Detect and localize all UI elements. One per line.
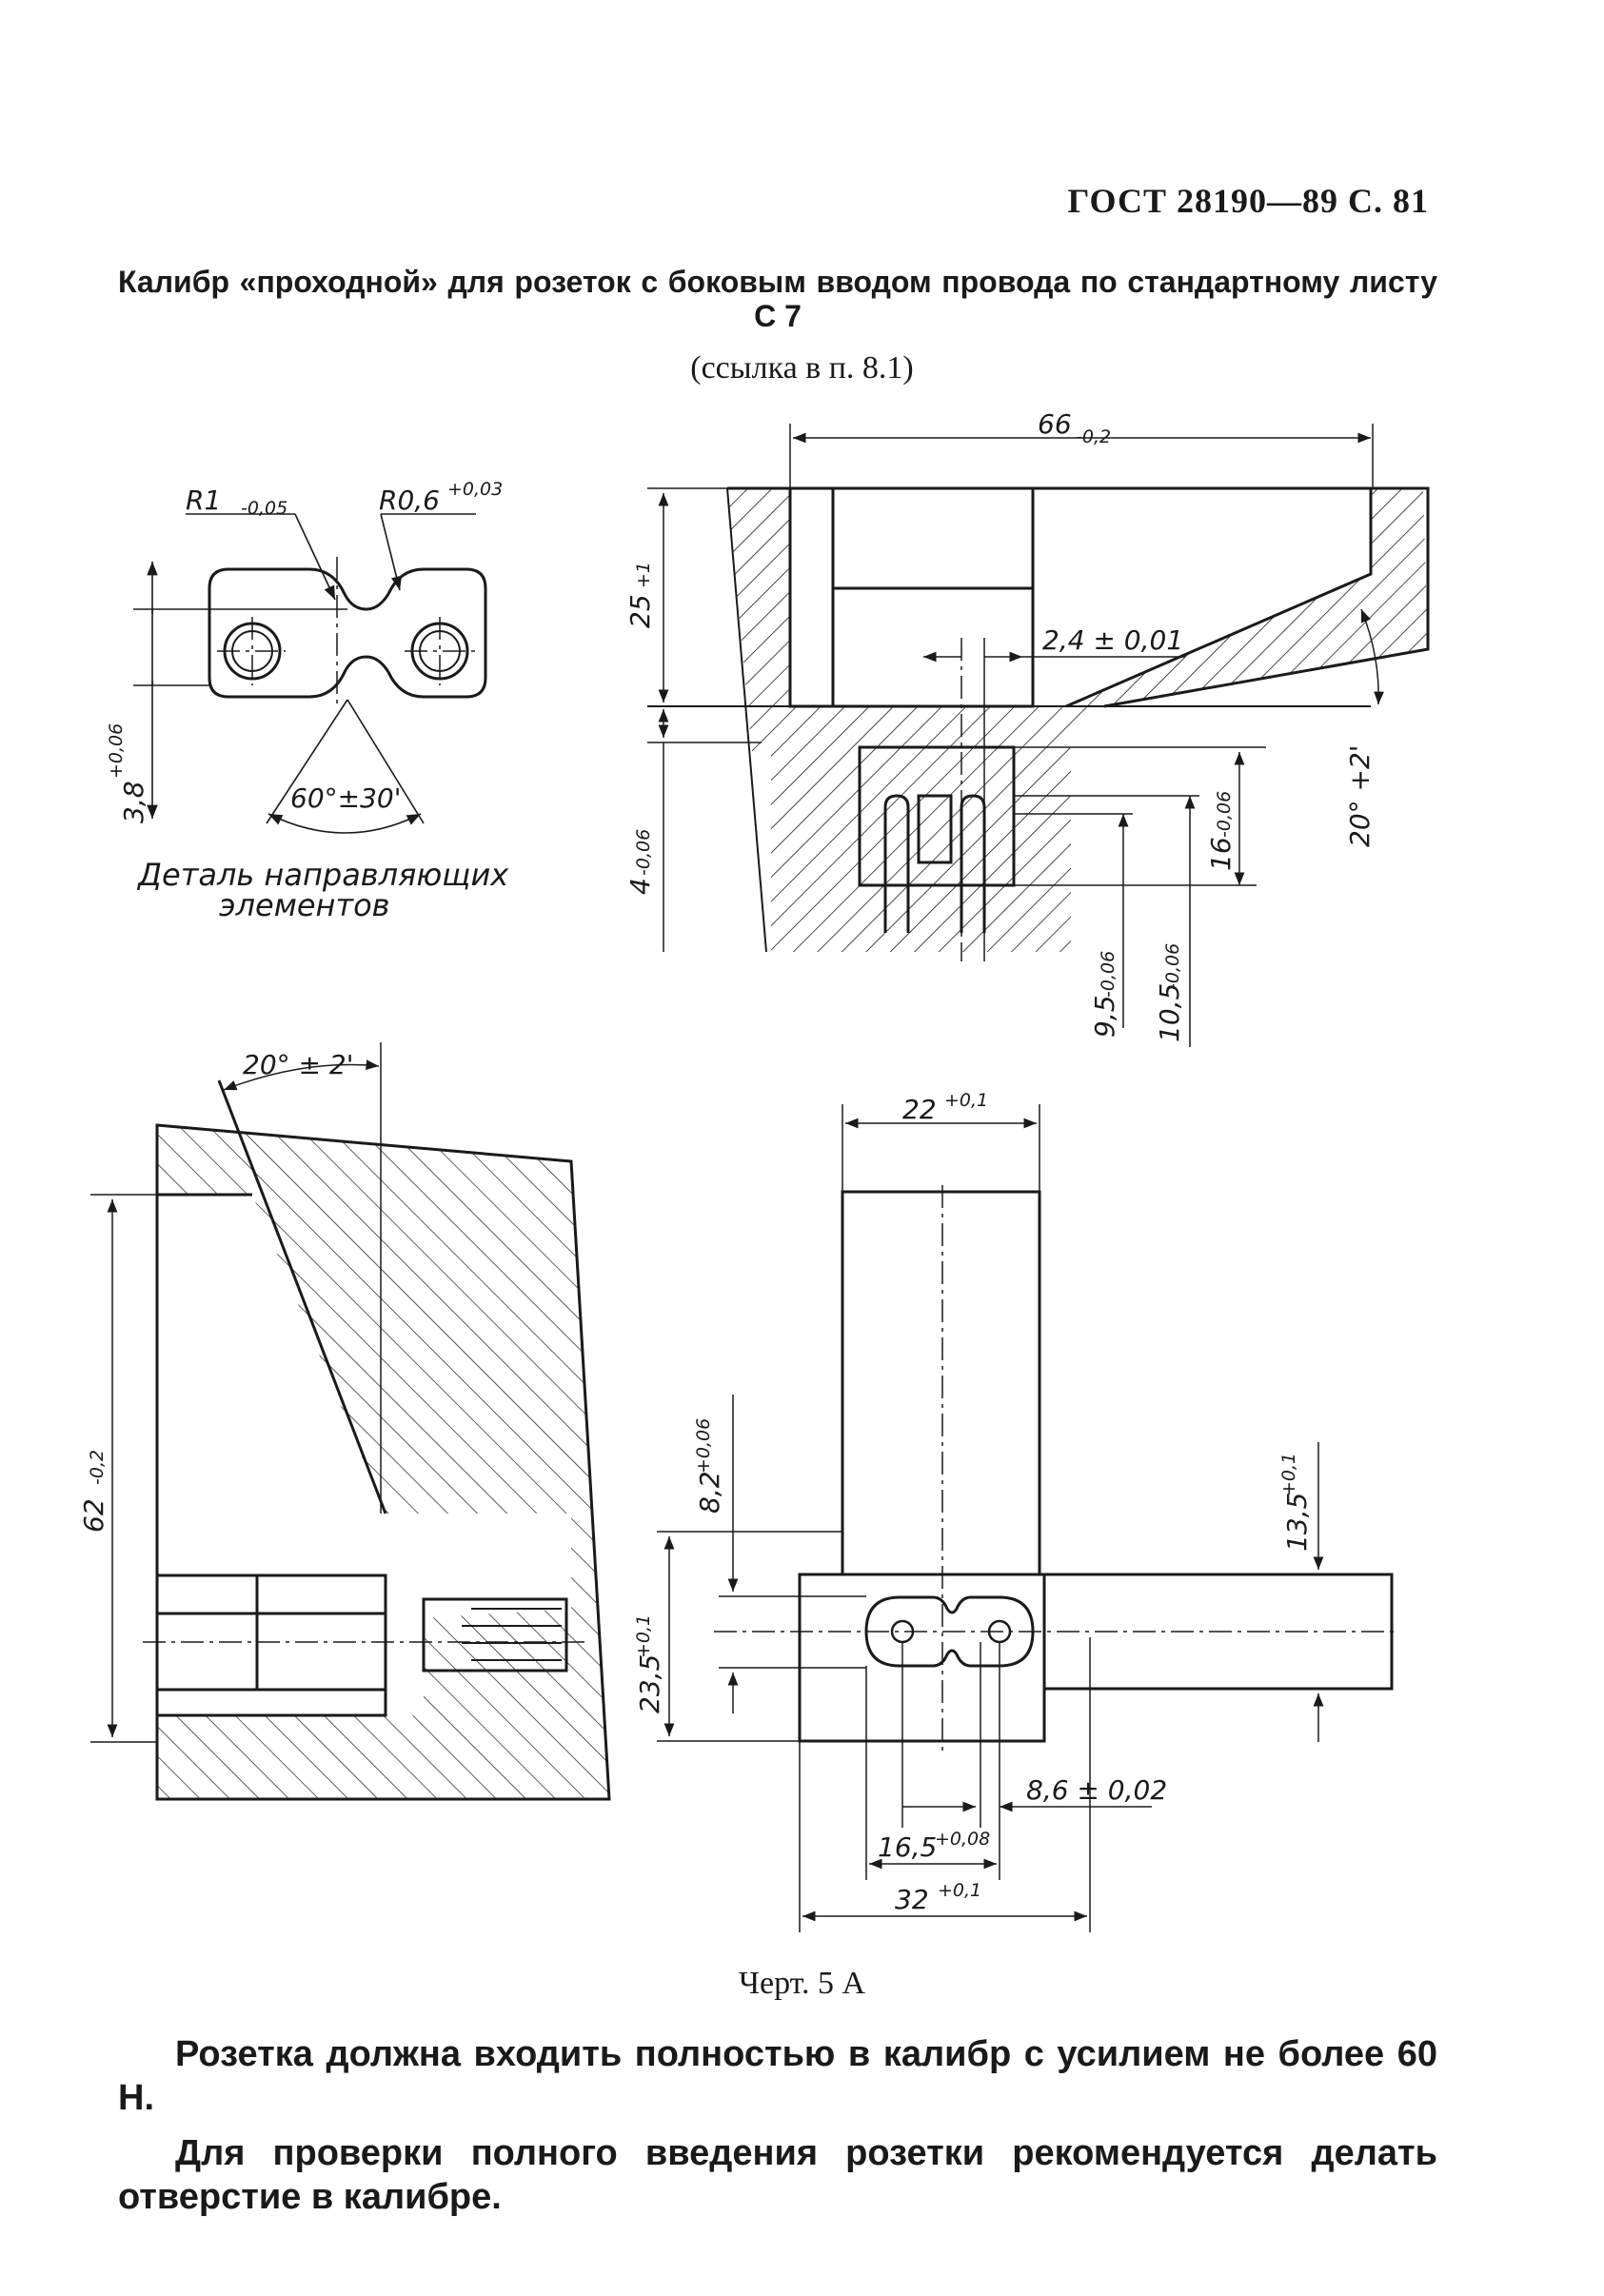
body-text: Розетка должна входить полностью в калиб…	[118, 2032, 1437, 2219]
svg-text:+0,03: +0,03	[447, 479, 503, 500]
svg-text:-0,06: -0,06	[1098, 951, 1119, 998]
front-w32-label: 32	[895, 1884, 929, 1915]
front-w165-label: 16,5	[878, 1831, 937, 1863]
svg-text:-0,2: -0,2	[1076, 426, 1111, 447]
top-width-label: 66	[1038, 408, 1072, 440]
svg-text:-0,2: -0,2	[87, 1450, 108, 1485]
svg-text:-0,06: -0,06	[1214, 791, 1235, 838]
detail-guide-elements	[133, 513, 487, 834]
svg-text:+0,1: +0,1	[938, 1880, 981, 1901]
detail-angle-label: 60°±30'	[290, 782, 401, 814]
detail-height-label: 3,8	[118, 781, 149, 823]
svg-text:-0,06: -0,06	[1162, 943, 1183, 990]
front-view	[657, 1104, 1399, 1932]
side-height-label: 62	[78, 1498, 109, 1533]
page-header: ГОСТ 28190—89 С. 81	[1067, 182, 1429, 220]
detail-r2-label: R0,6	[379, 485, 440, 516]
paragraph: Розетка должна входить полностью в калиб…	[118, 2034, 1437, 2118]
top-d95-label: 9,5	[1089, 995, 1120, 1038]
drawing-title: Калибр «проходной» для розеток с боковым…	[118, 265, 1437, 333]
front-h82-label: 8,2	[694, 1471, 725, 1514]
top-angle-label: 20° +2'	[1344, 744, 1376, 847]
svg-text:+0,06: +0,06	[693, 1418, 714, 1474]
top-d4-label: 4	[624, 878, 656, 895]
section-side-view	[90, 1042, 611, 1801]
figure-caption: Черт. 5 А	[738, 1966, 866, 2001]
svg-text:+0,1: +0,1	[944, 1090, 988, 1111]
top-gap-label: 2,4 ± 0,01	[1042, 624, 1183, 656]
paragraph: Для проверки полного введения розетки ре…	[118, 2133, 1437, 2217]
svg-text:-0,06: -0,06	[633, 829, 654, 876]
front-w22-label: 22	[902, 1094, 937, 1125]
svg-text:+0,06: +0,06	[106, 723, 127, 779]
svg-text:+1: +1	[633, 562, 654, 588]
detail-caption-line1: Деталь направляющих	[136, 857, 509, 893]
top-d16-label: 16	[1205, 837, 1237, 871]
reference-note: (ссылка в п. 8.1)	[690, 350, 914, 386]
detail-r1-label: R1	[186, 485, 221, 516]
detail-caption-line2: элементов	[219, 887, 390, 923]
svg-text:+0,1: +0,1	[1278, 1453, 1299, 1496]
section-top-view	[647, 424, 1430, 1047]
front-h135-label: 13,5	[1281, 1493, 1313, 1552]
svg-text:-0,05: -0,05	[241, 498, 287, 519]
svg-text:+0,1: +0,1	[633, 1614, 654, 1658]
svg-text:+0,08: +0,08	[935, 1829, 990, 1850]
top-d105-label: 10,5	[1154, 983, 1185, 1042]
top-depth-label: 25	[624, 594, 656, 628]
front-w86-label: 8,6 ± 0,02	[1026, 1774, 1167, 1806]
side-angle-label: 20° ± 2'	[243, 1049, 353, 1080]
front-h235-label: 23,5	[634, 1654, 665, 1713]
